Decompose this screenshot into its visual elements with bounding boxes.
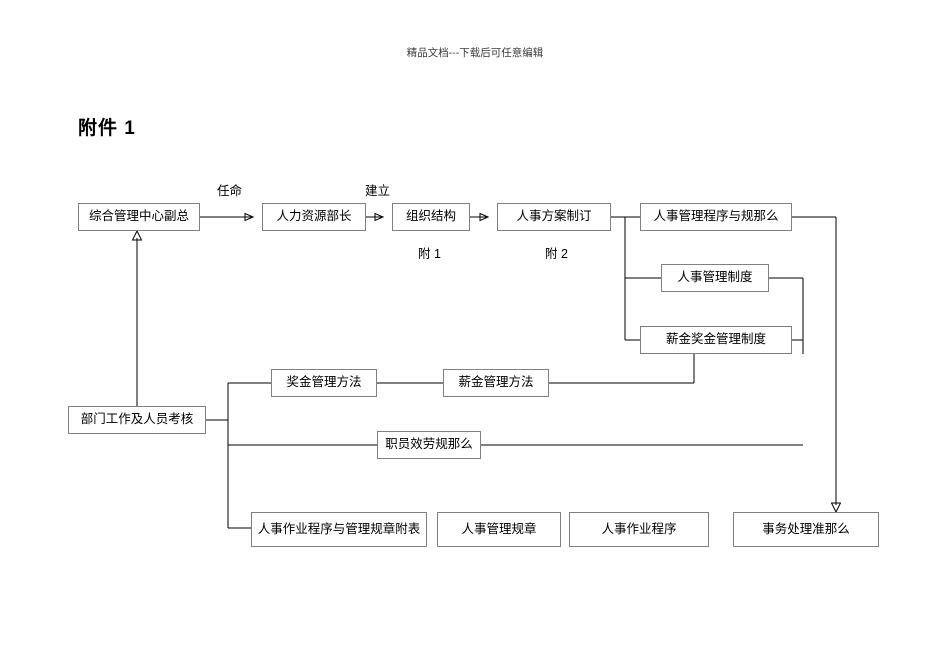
flow-node[interactable]: 人事管理制度 <box>661 264 769 292</box>
flow-node[interactable]: 部门工作及人员考核 <box>68 406 206 434</box>
flow-node[interactable]: 薪金管理方法 <box>443 369 549 397</box>
flow-node[interactable]: 薪金奖金管理制度 <box>640 326 792 354</box>
flow-node[interactable]: 人事管理规章 <box>437 512 561 547</box>
flow-node[interactable]: 人力资源部长 <box>262 203 366 231</box>
edge-label: 建立 <box>365 184 391 198</box>
edge-label: 附 1 <box>418 247 441 261</box>
page-title: 附件 1 <box>78 118 136 139</box>
flow-node[interactable]: 人事作业程序与管理规章附表 <box>251 512 427 547</box>
flow-node[interactable]: 人事作业程序 <box>569 512 709 547</box>
flow-node[interactable]: 奖金管理方法 <box>271 369 377 397</box>
flow-node[interactable]: 组织结构 <box>392 203 470 231</box>
page-header-note: 精品文档---下载后可任意编辑 <box>406 47 544 59</box>
flow-node[interactable]: 事务处理准那么 <box>733 512 879 547</box>
flow-node[interactable]: 职员效劳规那么 <box>377 431 481 459</box>
flow-node[interactable]: 人事方案制订 <box>497 203 611 231</box>
flow-node[interactable]: 人事管理程序与规那么 <box>640 203 792 231</box>
edge-label: 附 2 <box>545 247 568 261</box>
edge-label: 任命 <box>217 184 243 198</box>
flow-node[interactable]: 综合管理中心副总 <box>78 203 200 231</box>
